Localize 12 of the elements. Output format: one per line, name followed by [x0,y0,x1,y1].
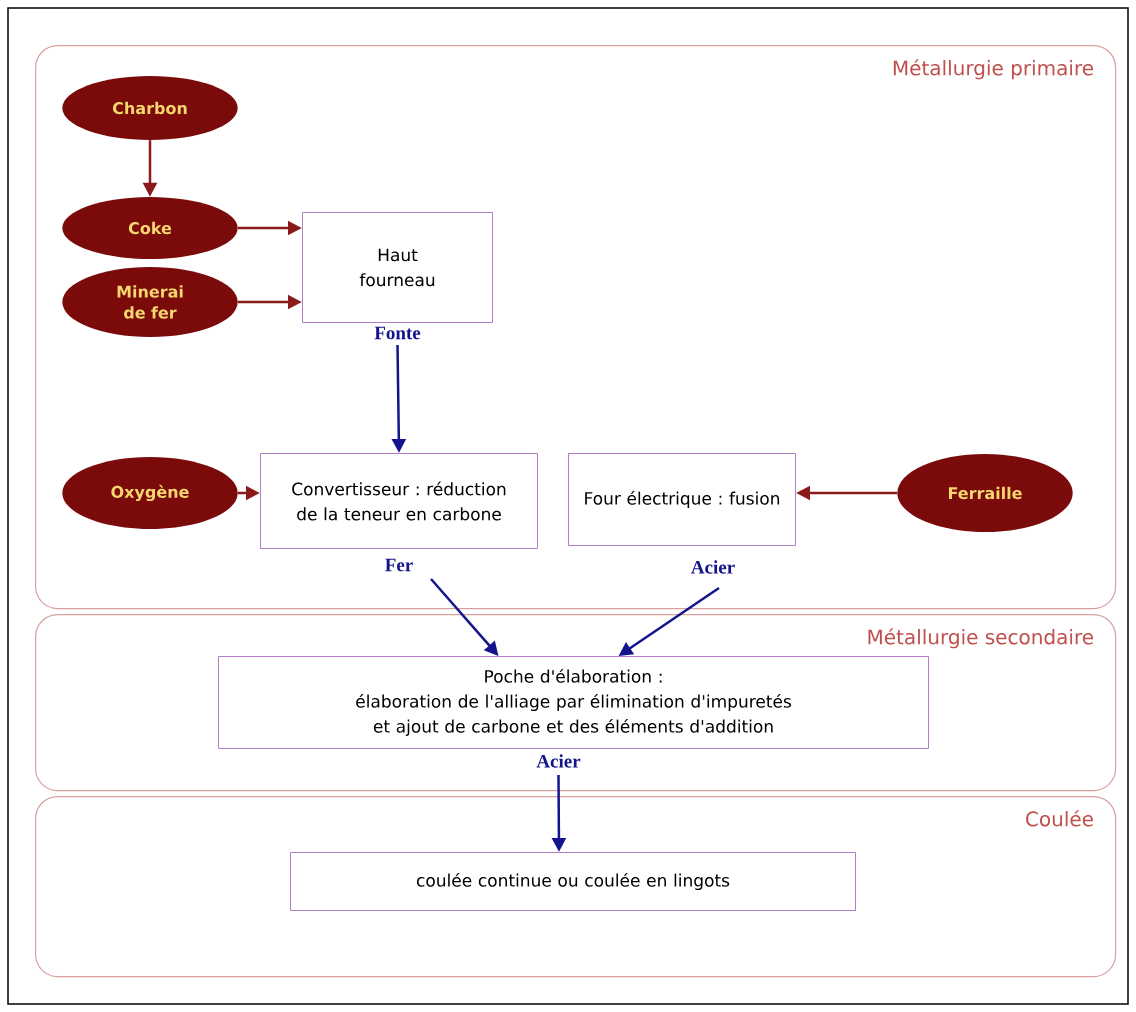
process-box: Four électrique : fusion [568,453,796,546]
input-oval: Ferraille [897,454,1073,532]
process-box: coulée continue ou coulée en lingots [290,852,856,911]
input-oval: Charbon [62,76,238,140]
input-oval: Minerai de fer [62,267,238,337]
edge-label: Acier [689,559,737,575]
process-box: Poche d'élaboration : élaboration de l'alliage par élimination d'impuretés et ajout de carbone et des éléments d'addition [218,656,929,749]
process-box: Haut fourneau [302,212,493,323]
edge-label: Acier [535,753,582,769]
input-oval: Coke [62,197,238,259]
process-box: Convertisseur : réduction de la teneur en carbone [260,453,538,549]
input-oval: Oxygène [62,457,238,529]
